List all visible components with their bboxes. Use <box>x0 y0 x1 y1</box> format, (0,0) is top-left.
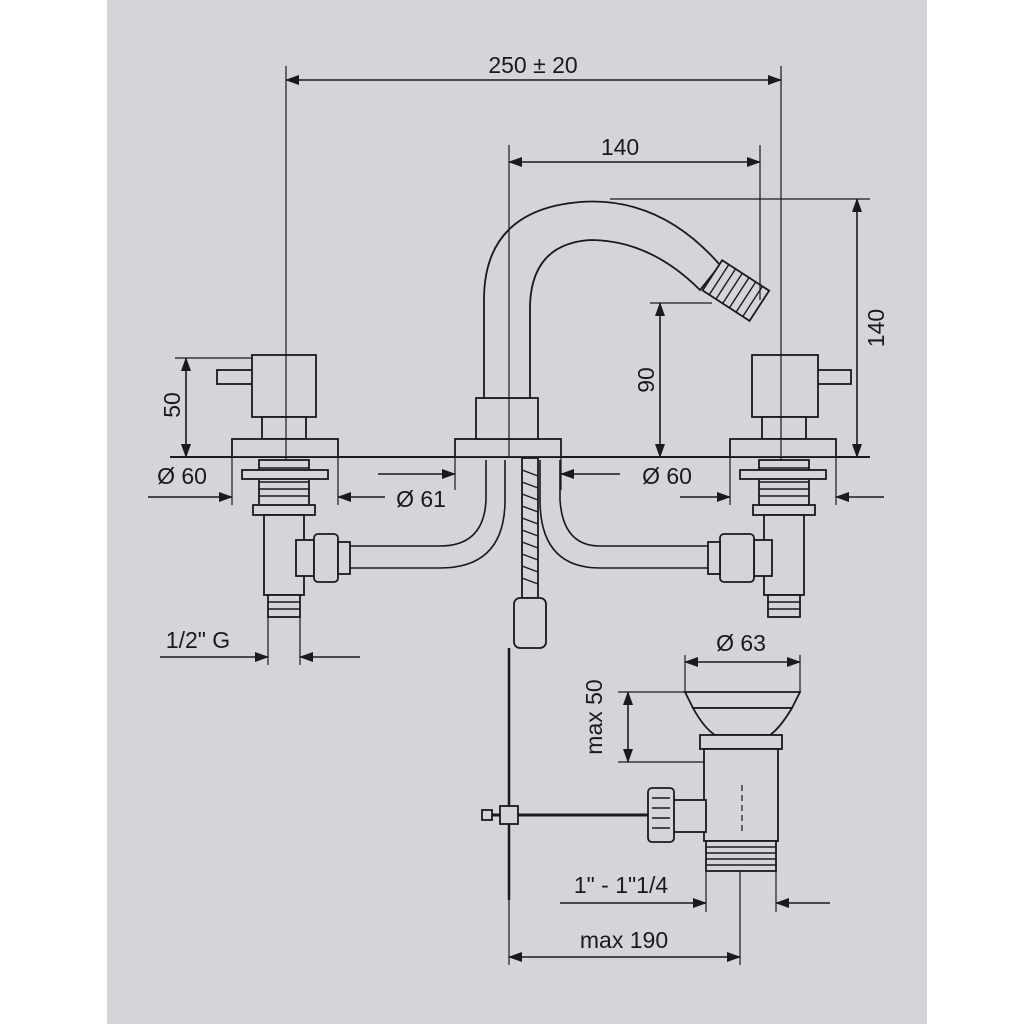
label-inlet-thread: 1/2" G <box>166 627 230 653</box>
label-handle-height: 50 <box>159 392 185 418</box>
label-spout-height: 140 <box>863 309 889 347</box>
label-waste-thread: 1" - 1"1/4 <box>574 872 669 898</box>
label-rod-length: max 190 <box>580 927 668 953</box>
popup-rod <box>481 457 650 900</box>
label-waste-height: max 50 <box>581 679 607 754</box>
label-right-base-diameter: Ø 60 <box>642 463 692 489</box>
label-overall-width: 250 ± 20 <box>488 52 577 78</box>
waste-assembly <box>647 691 802 872</box>
label-outlet-height: 90 <box>633 367 659 393</box>
label-waste-diameter: Ø 63 <box>716 630 766 656</box>
dimension-lines <box>148 66 884 965</box>
spout <box>454 200 771 458</box>
label-center-base-diameter: Ø 61 <box>396 486 446 512</box>
left-valve <box>216 354 351 618</box>
connecting-hoses <box>350 460 708 569</box>
label-left-base-diameter: Ø 60 <box>157 463 207 489</box>
right-valve <box>707 354 852 618</box>
dimension-labels: 250 ± 20 140 140 90 50 Ø 60 Ø 61 Ø 60 1/… <box>157 52 889 953</box>
label-spout-reach: 140 <box>601 134 639 160</box>
